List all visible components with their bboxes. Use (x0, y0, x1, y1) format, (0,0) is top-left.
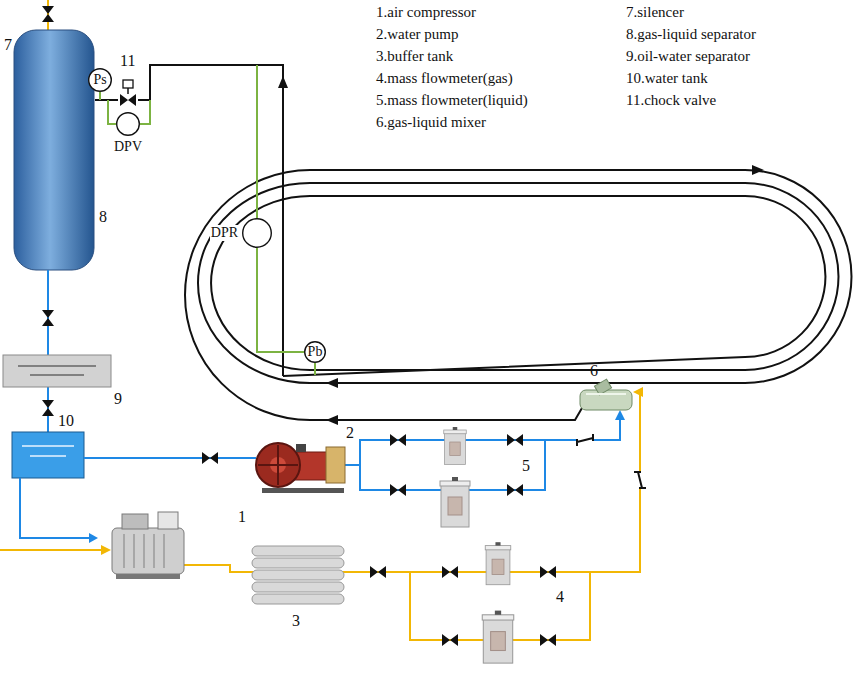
gauge-outline (242, 218, 272, 248)
pressure-tubing (100, 65, 315, 375)
gauge-outline (116, 112, 140, 136)
key-entry: 2.water pump (376, 26, 458, 43)
callout-number: 2 (346, 424, 354, 442)
callout-number: 3 (292, 612, 300, 630)
gauge-circle (305, 342, 326, 363)
key-entry: 4.mass flowmeter(gas) (376, 70, 513, 87)
key-entry: 5.mass flowmeter(liquid) (376, 92, 528, 109)
gauge-label: Ps (93, 72, 106, 87)
callout-number: 5 (522, 457, 530, 475)
key-entry: 6.gas-liquid mixer (376, 114, 486, 131)
key-entry: 9.oil-water separator (626, 48, 750, 65)
pressure-gauge: Pb (304, 341, 326, 363)
callout-number: 11 (120, 52, 135, 70)
key-entry: 8.gas-liquid separator (626, 26, 756, 43)
liquid-flowmeters (440, 427, 470, 527)
callout-number: 9 (114, 390, 122, 408)
callout-number: 6 (590, 362, 598, 380)
callout-number: 4 (556, 588, 564, 606)
gauge-circle (243, 219, 272, 248)
gauge-circle (117, 113, 140, 136)
flow-arrow (633, 387, 643, 397)
key-entry: 11.chock valve (626, 92, 716, 109)
flow-arrows (278, 76, 764, 425)
water-pump (256, 443, 345, 493)
pressure-gauge: Ps (88, 68, 112, 92)
key-entry: 7.silencer (626, 4, 684, 21)
air-line (0, 392, 640, 640)
water-return (3, 270, 111, 543)
air-compressor (112, 512, 184, 579)
buffer-tank (252, 546, 344, 604)
callout-number: 7 (4, 36, 12, 54)
gas-liquid-mixer (580, 379, 632, 410)
key-entry: 10.water tank (626, 70, 708, 87)
water-line (84, 416, 620, 490)
differential-pressure-gauge: DPR (242, 218, 272, 248)
gas-liquid-separator (14, 30, 94, 270)
callout-number: 1 (238, 508, 246, 526)
test-loop (95, 65, 852, 420)
gauge-label: Pb (308, 344, 323, 359)
callout-number: 10 (58, 412, 74, 430)
gauge-label: DPV (114, 139, 142, 154)
key-entry: 1.air compressor (376, 4, 476, 21)
flow-arrow (615, 410, 625, 420)
gauge-circle (89, 69, 112, 92)
key-entry: 3.buffer tank (376, 48, 453, 65)
gauge-label: DPR (210, 225, 239, 240)
differential-pressure-gauge: DPV (116, 112, 140, 136)
gas-flowmeters (482, 542, 514, 663)
flow-arrow (101, 545, 111, 555)
callout-number: 8 (99, 208, 107, 226)
choke-valve (118, 80, 138, 106)
water-valves (202, 434, 593, 496)
